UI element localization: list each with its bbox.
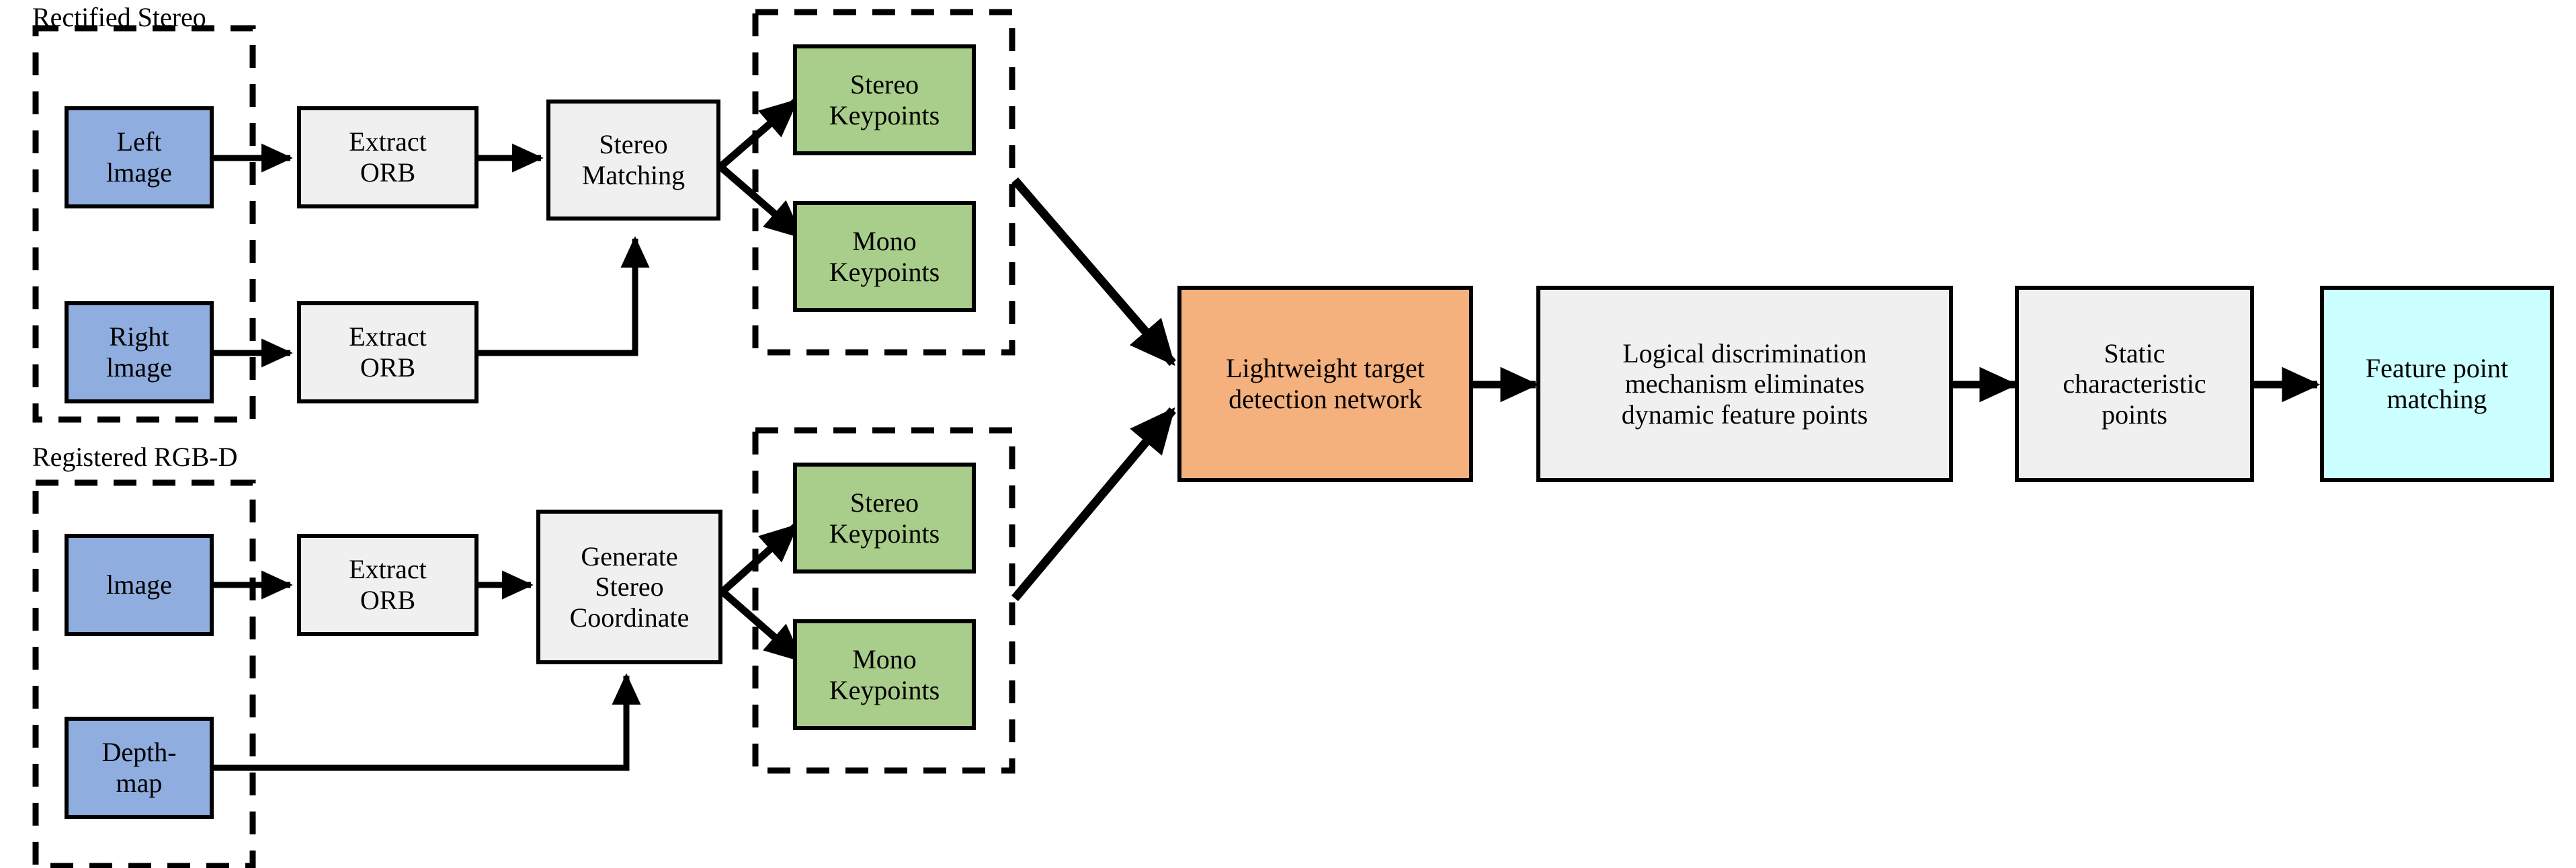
node-stereo-keypoints-top-label: Stereo Keypoints	[829, 69, 940, 130]
node-left-image[interactable]: Left lmage	[65, 106, 214, 208]
edge-extract-orb-right-to-stereo-matching	[479, 236, 650, 356]
node-lightweight-detection-network[interactable]: Lightweight target detection network	[1177, 286, 1473, 482]
node-extract-orb-left[interactable]: Extract ORB	[297, 106, 479, 208]
node-feature-point-matching[interactable]: Feature point matching	[2320, 286, 2554, 482]
node-generate-stereo-coordinate[interactable]: Generate Stereo Coordinate	[536, 510, 722, 664]
group-frame-rgbd-keypoints	[752, 427, 1015, 774]
edge-generate-coordinate-to-mono-keypoints	[720, 588, 804, 664]
node-stereo-keypoints-top[interactable]: Stereo Keypoints	[793, 44, 976, 155]
node-static-characteristic-points[interactable]: Static characteristic points	[2015, 286, 2254, 482]
node-logical-discrimination-label: Logical discrimination mechanism elimina…	[1621, 338, 1868, 430]
node-feature-point-matching-label: Feature point matching	[2365, 353, 2509, 414]
node-mono-keypoints-bottom[interactable]: Mono Keypoints	[793, 619, 976, 730]
group-label-rectified-stereo: Rectified Stereo	[32, 2, 206, 32]
node-rgbd-image[interactable]: lmage	[65, 534, 214, 636]
node-mono-keypoints-top[interactable]: Mono Keypoints	[793, 201, 976, 312]
edge-depth-map-to-generate-stereo-coordinate	[214, 673, 641, 771]
node-stereo-keypoints-bottom[interactable]: Stereo Keypoints	[793, 463, 976, 574]
node-right-image[interactable]: Right lmage	[65, 301, 214, 403]
node-extract-orb-right-label: Extract ORB	[349, 321, 427, 383]
edge-top-keypoints-to-detection-network	[1011, 177, 1176, 366]
node-stereo-matching-label: Stereo Matching	[581, 129, 685, 190]
node-stereo-matching[interactable]: Stereo Matching	[546, 100, 720, 221]
node-static-characteristic-points-label: Static characteristic points	[2063, 338, 2206, 430]
node-left-image-label: Left lmage	[106, 126, 172, 188]
node-depth-map-label: Depth- map	[101, 737, 177, 798]
edge-stereo-matching-to-stereo-keypoints	[718, 97, 799, 170]
node-extract-orb-left-label: Extract ORB	[349, 126, 427, 188]
node-mono-keypoints-top-label: Mono Keypoints	[829, 225, 940, 287]
edge-stereo-matching-to-mono-keypoints	[718, 163, 804, 240]
edge-generate-coordinate-to-stereo-keypoints	[720, 522, 799, 595]
node-logical-discrimination[interactable]: Logical discrimination mechanism elimina…	[1536, 286, 1953, 482]
node-lightweight-detection-network-label: Lightweight target detection network	[1226, 353, 1425, 414]
node-depth-map[interactable]: Depth- map	[65, 717, 214, 819]
node-mono-keypoints-bottom-label: Mono Keypoints	[829, 643, 940, 705]
group-label-registered-rgbd: Registered RGB-D	[32, 442, 238, 472]
node-extract-orb-right[interactable]: Extract ORB	[297, 301, 479, 403]
node-generate-stereo-coordinate-label: Generate Stereo Coordinate	[569, 541, 690, 633]
node-stereo-keypoints-bottom-label: Stereo Keypoints	[829, 487, 940, 549]
group-frame-registered-rgbd	[32, 479, 256, 868]
node-rgbd-image-label: lmage	[106, 569, 172, 600]
group-frame-rectified-stereo	[32, 25, 256, 423]
group-frame-stereo-keypoints	[752, 9, 1015, 356]
node-extract-orb-rgbd-label: Extract ORB	[349, 554, 427, 615]
node-extract-orb-rgbd[interactable]: Extract ORB	[297, 534, 479, 636]
node-right-image-label: Right lmage	[106, 321, 172, 383]
edge-bottom-keypoints-to-detection-network	[1011, 407, 1176, 602]
